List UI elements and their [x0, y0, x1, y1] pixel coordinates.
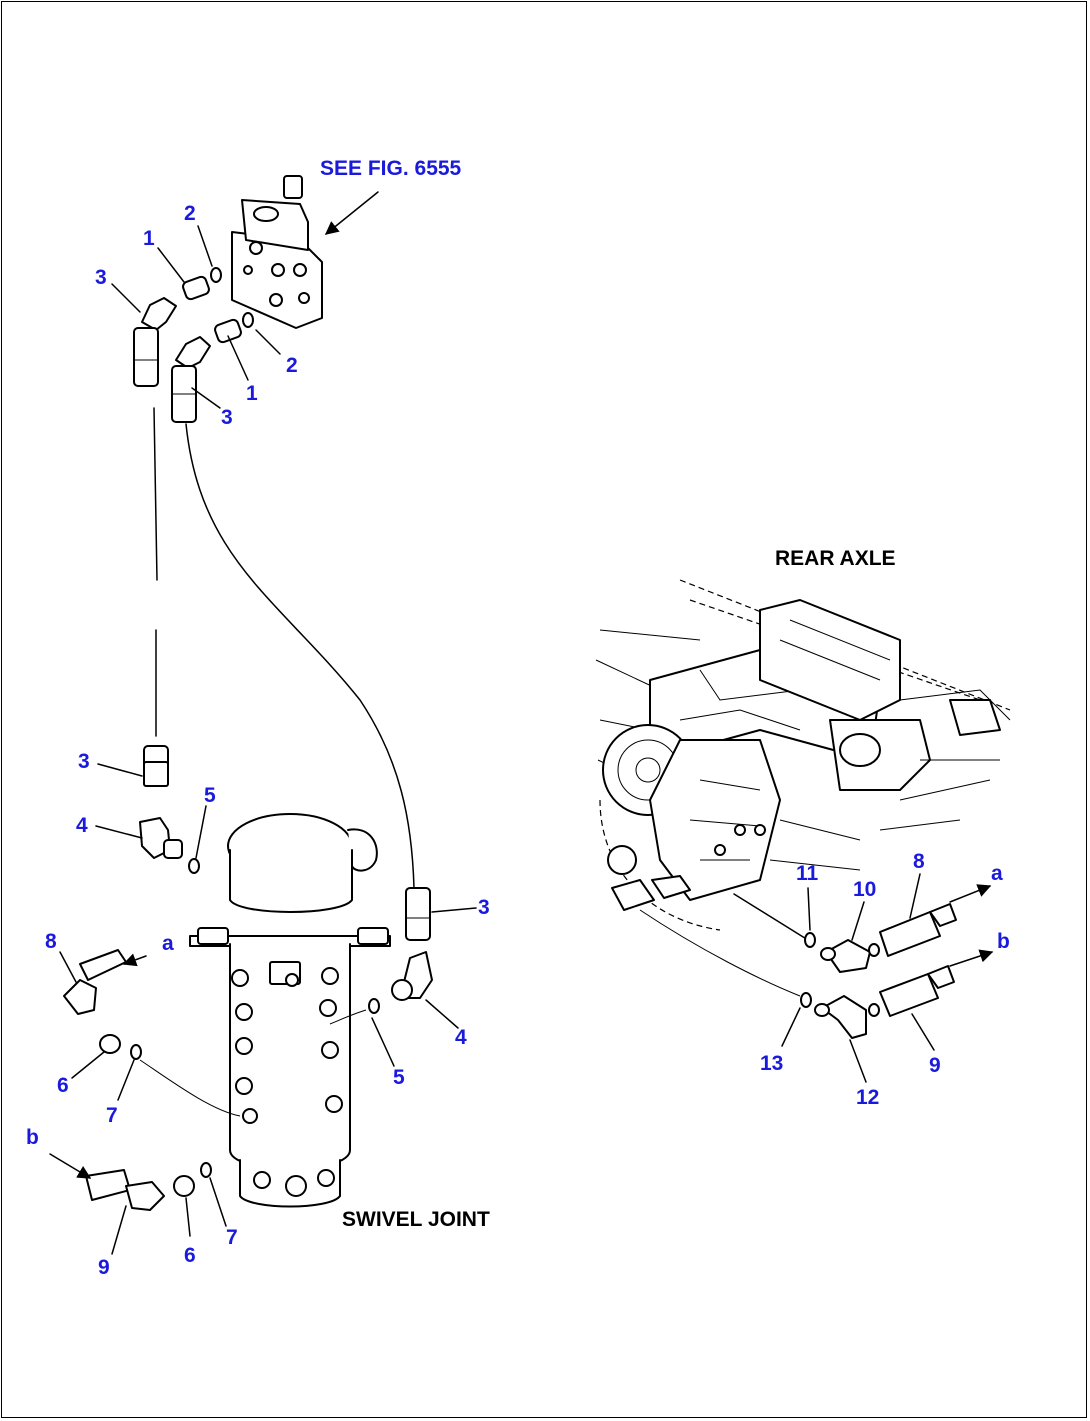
leader-5	[329, 1009, 367, 1025]
arrow-b-left	[49, 1153, 92, 1179]
callout-4-left: 4	[76, 814, 88, 837]
callout-2-lower: 2	[286, 354, 298, 377]
connection-b-right: b	[997, 930, 1010, 953]
callout-5-left: 5	[204, 784, 216, 807]
callout-12: 12	[856, 1086, 879, 1109]
upper-fittings	[133, 267, 254, 423]
callout-7-upper: 7	[106, 1104, 118, 1127]
leader-7	[139, 1059, 241, 1117]
hose-left-upper	[153, 407, 158, 581]
callout-7-lower: 7	[226, 1226, 238, 1249]
leader-lines	[59, 225, 477, 1255]
callout-4-right: 4	[455, 1026, 467, 1049]
connection-a-right: a	[991, 862, 1003, 885]
callout-1-lower: 1	[246, 382, 258, 405]
callout-9-right: 9	[929, 1054, 941, 1077]
callout-8-left: 8	[45, 930, 57, 953]
callout-3-left: 3	[78, 750, 90, 773]
rear-axle	[595, 579, 1011, 997]
reference-label: SEE FIG. 6555	[320, 157, 462, 180]
rear-axle-fittings	[800, 903, 957, 1039]
swivel-fittings-right	[368, 887, 433, 1014]
swivel-joint-caption: SWIVEL JOINT	[342, 1208, 490, 1231]
callout-3-upper-right: 3	[221, 406, 233, 429]
rear-axle-leaders	[781, 873, 935, 1083]
rear-axle-caption: REAR AXLE	[775, 547, 896, 570]
arrow-a-right	[949, 884, 992, 903]
valve-block	[231, 175, 323, 329]
hose-right	[185, 423, 415, 889]
callout-13: 13	[760, 1052, 783, 1075]
arrow-a-left	[122, 953, 147, 967]
callout-11: 11	[796, 862, 819, 885]
callout-9-left: 9	[98, 1256, 110, 1279]
callout-2-upper: 2	[184, 202, 196, 225]
callout-1-upper: 1	[143, 227, 155, 250]
callout-10: 10	[853, 878, 876, 901]
swivel-fittings-left	[63, 745, 212, 1211]
ref-arrow	[324, 191, 379, 235]
callout-6-upper: 6	[57, 1074, 69, 1097]
callout-3-right: 3	[478, 896, 490, 919]
callout-6-lower: 6	[184, 1244, 196, 1267]
connection-a-left: a	[162, 932, 174, 955]
callout-5-right: 5	[393, 1066, 405, 1089]
swivel-joint	[189, 813, 391, 1208]
arrow-b-right	[949, 949, 994, 967]
callout-8-right: 8	[913, 850, 925, 873]
callout-3-upper-left: 3	[95, 266, 107, 289]
connection-b-left: b	[26, 1126, 39, 1149]
